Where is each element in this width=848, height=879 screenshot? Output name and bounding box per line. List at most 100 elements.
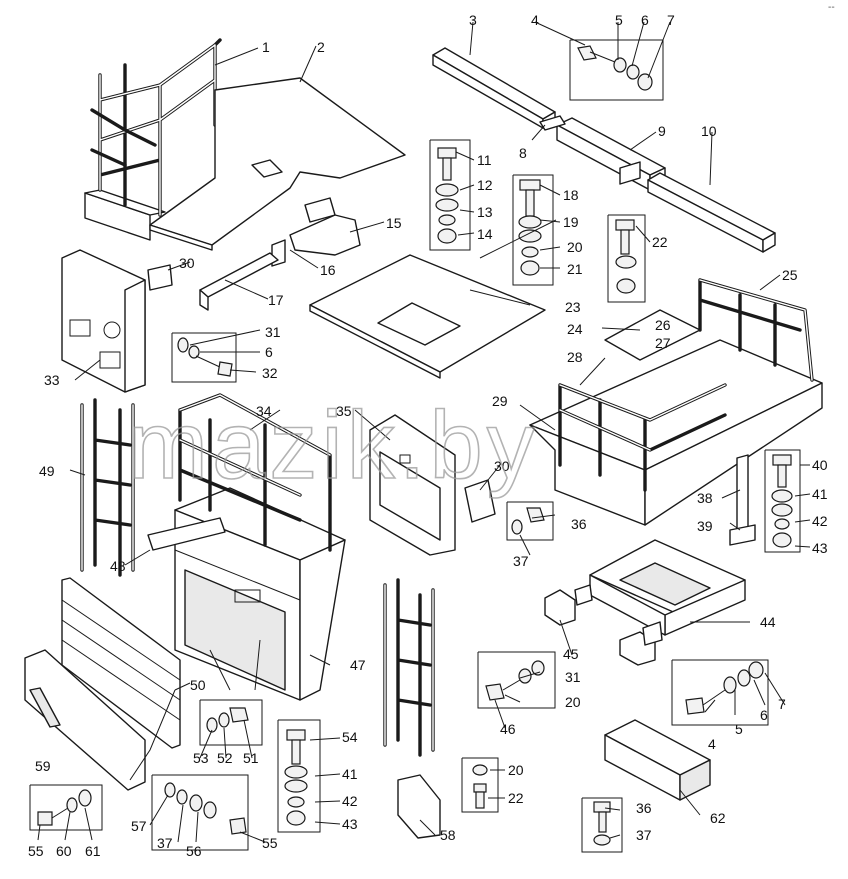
panel-59 [24, 649, 146, 791]
callout-57: 57 [131, 818, 147, 834]
bolt-set-22 [607, 214, 646, 303]
callout-30: 30 [179, 255, 195, 271]
railing-platform [84, 38, 222, 241]
callout-6: 6 [641, 12, 649, 28]
callout-45: 45 [563, 646, 579, 662]
callout-41b: 41 [342, 766, 358, 782]
callout-36: 36 [571, 516, 587, 532]
corner-mark: -- [828, 2, 835, 13]
railing-34 [178, 393, 332, 552]
callout-46: 46 [500, 721, 516, 737]
callout-4: 4 [531, 12, 539, 28]
bolt-set-11-14 [429, 139, 471, 251]
bolt-set-51-53 [199, 699, 263, 746]
callout-53: 53 [193, 750, 209, 766]
callout-9: 9 [658, 123, 666, 139]
plate-30b [464, 479, 496, 523]
callout-38: 38 [697, 490, 713, 506]
callout-35: 35 [336, 403, 352, 419]
callout-10: 10 [701, 123, 717, 139]
bolt-set-36-37 [506, 501, 554, 541]
callout-37c: 37 [636, 827, 652, 843]
callout-33: 33 [44, 372, 60, 388]
callout-34: 34 [256, 403, 272, 419]
callout-49: 49 [39, 463, 55, 479]
bolt-set-20-22 [461, 757, 499, 813]
cabinet-47 [174, 487, 346, 701]
callout-12: 12 [477, 177, 493, 193]
callout-30b: 30 [494, 458, 510, 474]
callout-55: 55 [28, 843, 44, 859]
frame-44 [589, 539, 746, 636]
callout-14: 14 [477, 226, 493, 242]
callout-62: 62 [710, 810, 726, 826]
callout-5b: 5 [735, 721, 743, 737]
callout-56: 56 [186, 843, 202, 859]
callout-55b: 55 [262, 835, 278, 851]
callout-8: 8 [519, 145, 527, 161]
callout-25: 25 [782, 267, 798, 283]
callout-21: 21 [567, 261, 583, 277]
callout-18: 18 [563, 187, 579, 203]
side-panel-33 [61, 249, 146, 393]
callout-52: 52 [217, 750, 233, 766]
callout-7b: 7 [778, 696, 786, 712]
callout-23: 23 [565, 299, 581, 315]
callout-17: 17 [268, 292, 284, 308]
callout-19: 19 [563, 214, 579, 230]
callout-20b: 20 [565, 694, 581, 710]
callout-6c: 6 [760, 707, 768, 723]
callout-22: 22 [652, 234, 668, 250]
panel-35 [369, 414, 456, 556]
callout-44: 44 [760, 614, 776, 630]
callout-43b: 43 [342, 816, 358, 832]
callout-27: 27 [655, 335, 671, 351]
callout-48: 48 [110, 558, 126, 574]
callout-41: 41 [812, 486, 828, 502]
beam-9 [556, 117, 666, 191]
railing-platform-right [529, 278, 823, 526]
callout-3: 3 [469, 12, 477, 28]
callout-26: 26 [655, 317, 671, 333]
callout-4b: 4 [708, 736, 716, 752]
callout-42: 42 [812, 513, 828, 529]
callout-20c: 20 [508, 762, 524, 778]
callout-31b: 31 [565, 669, 581, 685]
callout-43: 43 [812, 540, 828, 556]
callout-37: 37 [513, 553, 529, 569]
beam-10 [647, 172, 776, 253]
deck-plate [149, 77, 406, 251]
callout-15: 15 [386, 215, 402, 231]
bolt-set-46 [477, 651, 556, 709]
bolt-set-36-37-bottom [581, 797, 623, 853]
callout-61: 61 [85, 843, 101, 859]
callout-7: 7 [667, 12, 675, 28]
leader-lines [37, 21, 811, 843]
toolbox-62 [604, 719, 711, 801]
callout-51: 51 [243, 750, 259, 766]
rail-48 [147, 517, 226, 551]
bolt-set-55-61 [29, 784, 103, 831]
callout-60: 60 [56, 843, 72, 859]
bracket-58 [397, 774, 441, 839]
callout-58: 58 [440, 827, 456, 843]
callout-47: 47 [350, 657, 366, 673]
callouts: 1 2 3 4 5 6 7 8 9 10 11 12 13 14 15 16 1… [28, 12, 828, 859]
callout-1: 1 [262, 39, 270, 55]
callout-39: 39 [697, 518, 713, 534]
callout-59: 59 [35, 758, 51, 774]
callout-28: 28 [567, 349, 583, 365]
callout-20: 20 [567, 239, 583, 255]
callout-36b: 36 [636, 800, 652, 816]
callout-54: 54 [342, 729, 358, 745]
callout-11: 11 [477, 152, 492, 168]
callout-32: 32 [262, 365, 278, 381]
callout-42b: 42 [342, 793, 358, 809]
callout-37b: 37 [157, 835, 173, 851]
callout-50: 50 [190, 677, 206, 693]
beam-3 [432, 47, 556, 129]
callout-24: 24 [567, 321, 583, 337]
ladder-46 [383, 578, 435, 757]
bracket-15 [289, 197, 361, 256]
